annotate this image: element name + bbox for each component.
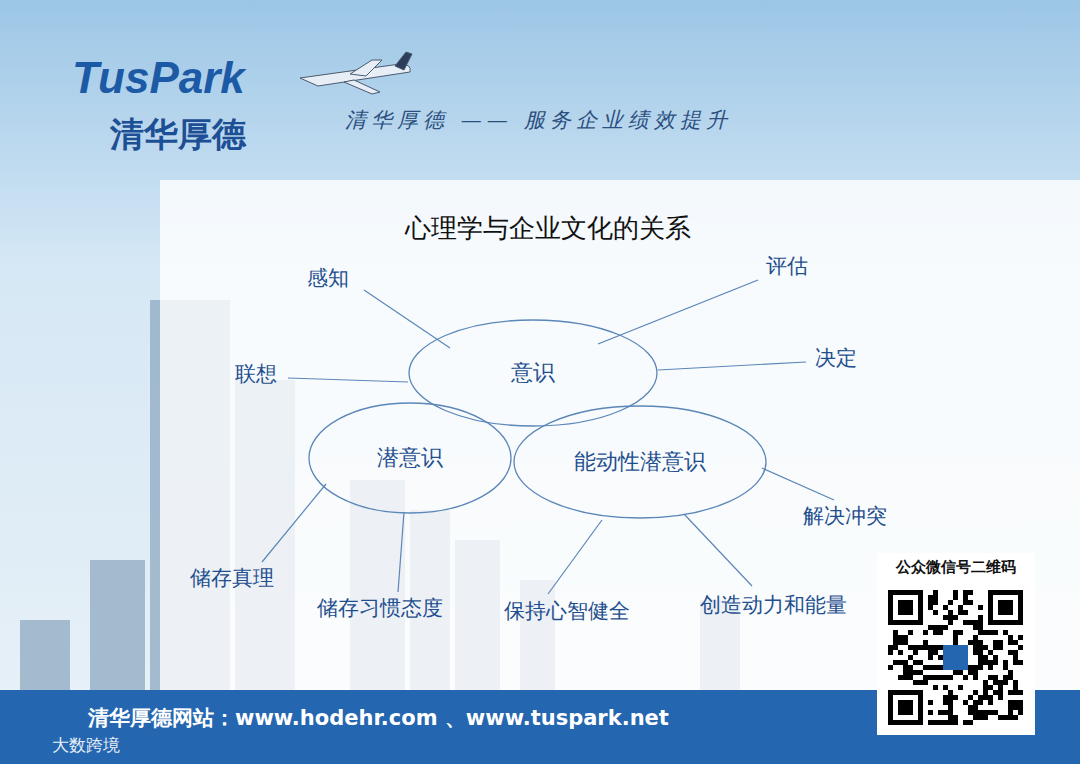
qr-panel xyxy=(877,553,1035,735)
airplane xyxy=(300,52,412,94)
qr-code xyxy=(888,590,1023,725)
spoke-label: 创造动力和能量 xyxy=(700,591,847,619)
footer-text: 清华厚德网站：www.hodehr.com 、www.tuspark.net xyxy=(88,704,669,732)
node-label: 能动性潜意识 xyxy=(574,447,706,477)
spoke-label: 评估 xyxy=(766,252,808,280)
spoke-label: 储存真理 xyxy=(190,564,274,592)
leader-line xyxy=(548,520,602,594)
leader-line xyxy=(762,468,834,500)
leader-line xyxy=(288,378,408,382)
watermark: 大数跨境 xyxy=(52,734,120,757)
node-label: 意识 xyxy=(511,358,555,388)
spoke-label: 保持心智健全 xyxy=(504,597,630,625)
ellipse-node: 能动性潜意识 xyxy=(512,404,768,520)
leader-line xyxy=(598,280,758,344)
leader-line xyxy=(658,362,806,370)
spoke-label: 感知 xyxy=(307,264,349,292)
node-label: 潜意识 xyxy=(377,443,443,473)
spoke-label: 联想 xyxy=(235,360,277,388)
qr-caption: 公众微信号二维码 xyxy=(896,558,1016,577)
spoke-label: 储存习惯态度 xyxy=(317,594,443,622)
diagram-title: 心理学与企业文化的关系 xyxy=(405,211,691,246)
ellipse-node: 潜意识 xyxy=(307,401,513,515)
brand-logo: TusPark xyxy=(72,53,245,103)
slogan: 清华厚德 —— 服务企业绩效提升 xyxy=(345,106,732,134)
leader-line xyxy=(684,514,752,586)
spoke-label: 决定 xyxy=(815,344,857,372)
spoke-label: 解决冲突 xyxy=(803,502,887,530)
brand-name: 清华厚德 xyxy=(110,112,246,158)
leader-line xyxy=(398,512,404,592)
ellipse-node: 意识 xyxy=(407,318,659,428)
leader-line xyxy=(262,484,326,562)
